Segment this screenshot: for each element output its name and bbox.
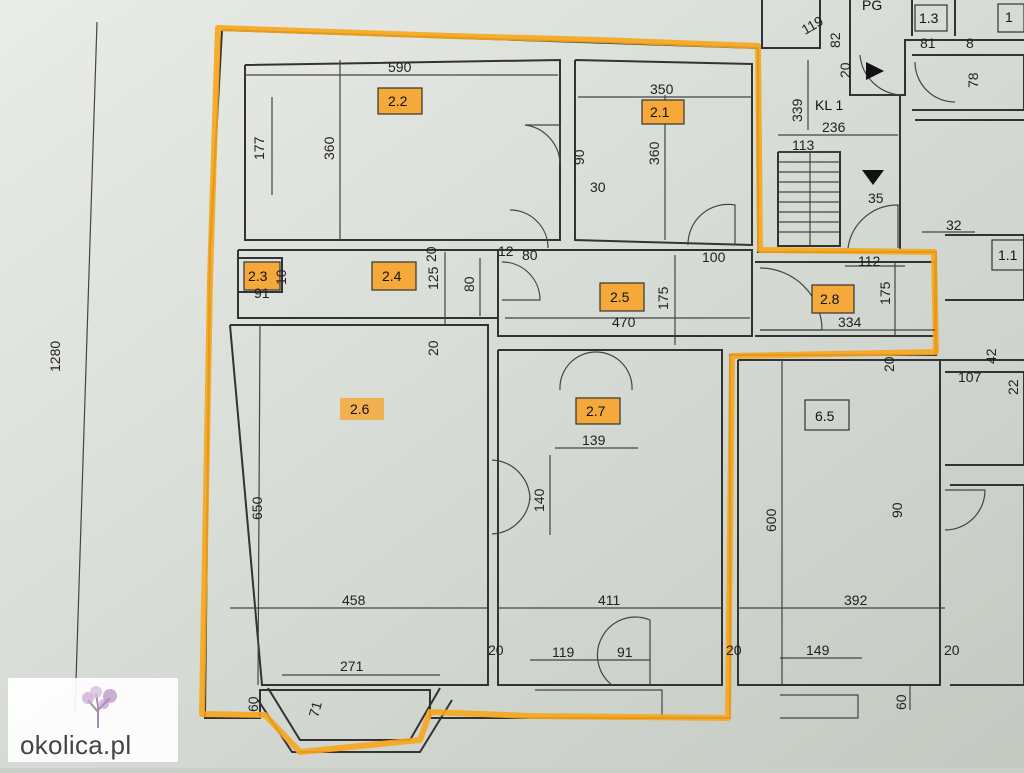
dim-80-side: 80 <box>461 276 477 292</box>
room-2-2-box <box>377 87 423 115</box>
dim-20-g: 20 <box>881 356 897 372</box>
dim-590: 590 <box>388 59 412 75</box>
room-2-4-box <box>371 261 417 291</box>
dim-650: 650 <box>249 496 265 520</box>
room-2-1-box <box>641 99 685 125</box>
dim-91-b: 91 <box>617 644 633 660</box>
dim-139: 139 <box>582 432 606 448</box>
watermark: okolica.pl <box>8 678 178 762</box>
room-2-7: 2.7 <box>586 403 606 419</box>
dim-392: 392 <box>844 592 868 608</box>
dim-334: 334 <box>838 314 862 330</box>
room-2-5-box <box>599 282 645 312</box>
dim-236: 236 <box>822 119 846 135</box>
dim-35: 35 <box>868 190 884 206</box>
dim-107: 107 <box>958 369 982 385</box>
room-2-6-mark <box>340 398 384 420</box>
dim-119-bottom: 119 <box>552 644 575 660</box>
room-2-8-box <box>811 284 855 314</box>
dim-20-f: 20 <box>944 642 960 658</box>
dim-1280: 1280 <box>47 341 63 372</box>
dim-458: 458 <box>342 592 366 608</box>
dim-20-a: 20 <box>423 246 439 262</box>
dim-175-b: 175 <box>877 281 893 305</box>
dim-20-e: 20 <box>726 642 742 658</box>
dim-60-right: 60 <box>893 694 909 710</box>
dim-60-left: 60 <box>245 696 261 712</box>
dim-113: 113 <box>792 137 815 153</box>
room-2-3: 2.3 <box>248 268 268 284</box>
room-2-7-box <box>575 397 621 425</box>
dim-80-top: 80 <box>522 247 538 263</box>
dim-360-right: 360 <box>646 141 662 165</box>
room-2-8: 2.8 <box>820 291 840 307</box>
room-2-2: 2.2 <box>388 93 408 109</box>
room-kl1: KL 1 <box>815 97 843 113</box>
room-2-1: 2.1 <box>650 104 670 120</box>
dim-22: 22 <box>1005 379 1021 395</box>
dim-112: 112 <box>858 253 881 269</box>
room-1-3-box <box>914 4 948 32</box>
room-2-4: 2.4 <box>382 268 402 284</box>
dim-12: 12 <box>498 243 514 259</box>
room-6-5: 6.5 <box>815 408 835 424</box>
dim-100: 100 <box>702 249 726 265</box>
dim-91-a: 91 <box>254 285 270 301</box>
room-pg: PG <box>862 0 882 13</box>
dim-271: 271 <box>340 658 364 674</box>
overall-height-line <box>74 21 98 713</box>
dim-42: 42 <box>983 348 999 364</box>
dim-10: 10 <box>273 269 289 285</box>
dim-339: 339 <box>789 98 805 122</box>
dim-411: 411 <box>598 592 621 608</box>
room-6-5-box <box>804 399 850 431</box>
dim-350: 350 <box>650 81 674 97</box>
dim-149: 149 <box>806 642 830 658</box>
dim-78: 78 <box>965 72 981 88</box>
dimension-labels: 590 350 177 360 360 90 30 20 12 80 100 1… <box>245 12 1021 718</box>
tree-logo-icon <box>82 686 117 728</box>
room-2-5: 2.5 <box>610 289 630 305</box>
room-labels: 2.2 2.1 2.3 2.4 2.5 2.8 2.6 2.7 6.5 1.3 … <box>243 0 1024 431</box>
dim-140: 140 <box>531 488 547 512</box>
dim-90-top: 90 <box>571 149 587 165</box>
dim-32: 32 <box>946 217 962 233</box>
room-2-6: 2.6 <box>350 401 370 417</box>
room-1: 1 <box>1005 9 1013 25</box>
dim-30: 30 <box>590 179 606 195</box>
dim-82: 82 <box>827 32 843 48</box>
room-1-1-box <box>991 239 1024 271</box>
dim-81: 81 <box>920 35 936 51</box>
dim-470: 470 <box>612 314 636 330</box>
dim-71: 71 <box>305 699 325 718</box>
dim-600: 600 <box>763 508 779 532</box>
highlight-outline <box>199 25 939 755</box>
dim-20-c: 20 <box>837 62 853 78</box>
room-2-3-box <box>243 261 281 291</box>
doors <box>491 54 986 686</box>
dim-90-side: 90 <box>889 502 905 518</box>
dim-125: 125 <box>425 266 441 290</box>
dim-20-b: 20 <box>425 340 441 356</box>
dim-8: 8 <box>966 35 974 51</box>
room-1-3: 1.3 <box>919 10 939 26</box>
dimension-lines <box>230 60 975 710</box>
room-1-1: 1.1 <box>998 247 1018 263</box>
dim-175-a: 175 <box>655 286 671 310</box>
watermark-site: okolica.pl <box>20 730 132 760</box>
dim-20-d: 20 <box>488 642 504 658</box>
dim-360-left: 360 <box>321 136 337 160</box>
dim-177: 177 <box>251 136 267 160</box>
room-1-box <box>997 3 1024 33</box>
